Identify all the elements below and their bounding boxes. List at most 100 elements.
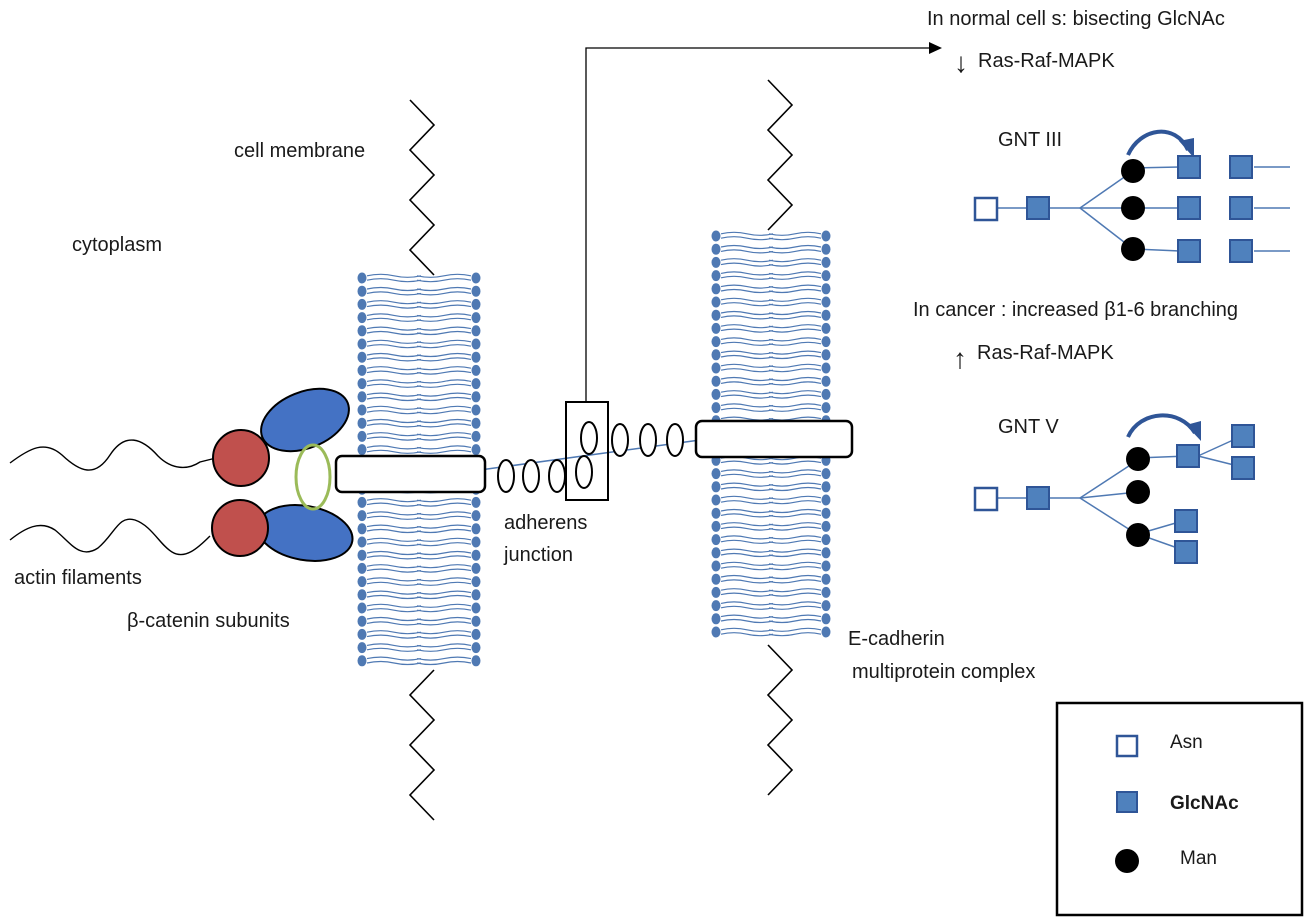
- lipid-head: [711, 481, 721, 493]
- lipid-head: [471, 642, 481, 654]
- lipid-head: [357, 549, 367, 561]
- lipid-tail: [366, 449, 422, 454]
- lipid-tail: [366, 621, 422, 626]
- lipid-tail: [768, 579, 822, 584]
- lipid-tail: [416, 304, 472, 309]
- lipid-head: [357, 404, 367, 416]
- lipid-head: [711, 613, 721, 625]
- membrane-zigzag-right-bottom: [766, 644, 794, 796]
- lipid-head: [711, 626, 721, 638]
- lipid-tail: [366, 418, 422, 424]
- label-actin-filaments: actin filaments: [14, 567, 142, 589]
- lipid-tail: [416, 616, 472, 622]
- lipid-tail: [366, 564, 422, 569]
- lipid-tail: [366, 660, 422, 666]
- cadherin-oval: [497, 459, 515, 493]
- gnt3-glcnac: [1177, 239, 1201, 263]
- lipid-tail: [720, 618, 774, 624]
- lipid-tail: [416, 621, 472, 626]
- lipid-tail: [366, 647, 422, 652]
- lipid-head: [357, 351, 367, 363]
- lipid-tail: [720, 297, 774, 302]
- lipid-head: [821, 243, 831, 255]
- lipid-head: [357, 312, 367, 324]
- lipid-head: [821, 270, 831, 282]
- lipid-tail: [768, 236, 822, 241]
- lipid-head: [357, 576, 367, 588]
- lipid-head: [821, 547, 831, 559]
- lipid-tail: [366, 344, 422, 349]
- lipid-tail: [366, 594, 422, 600]
- lipid-tail: [416, 317, 472, 322]
- label-cancer: In cancer : increased β1-6 branching: [913, 299, 1238, 321]
- gnt5-man: [1126, 480, 1150, 504]
- lipid-head: [471, 298, 481, 310]
- membrane-zigzag-left-top: [408, 99, 436, 276]
- lipid-head: [471, 312, 481, 324]
- lipid-head: [357, 562, 367, 574]
- lipid-tail: [366, 304, 422, 309]
- actin-filament-top: [9, 439, 217, 471]
- lipid-tail: [768, 535, 822, 540]
- lipid-tail: [416, 410, 472, 415]
- lipid-tail: [720, 315, 774, 320]
- lipid-tail: [720, 258, 774, 263]
- lipid-head: [821, 586, 831, 598]
- cadherin-oval: [575, 455, 593, 489]
- lipid-tail: [366, 436, 422, 441]
- lipid-tail: [366, 410, 422, 415]
- lipid-head: [711, 375, 721, 387]
- lipid-tail: [720, 350, 774, 355]
- gnt5-transfer-arrow: [1126, 413, 1197, 438]
- label-gnt3: GNT III: [998, 129, 1062, 151]
- lipid-tail: [416, 608, 472, 613]
- lipid-tail: [768, 618, 822, 624]
- lipid-tail: [366, 286, 422, 292]
- lipid-tail: [416, 643, 472, 648]
- lipid-tail: [720, 579, 774, 584]
- lipid-tail: [366, 550, 422, 556]
- cadherin-cytoplasmic-domain-bottom: [256, 504, 354, 562]
- lipid-head: [711, 573, 721, 585]
- lipid-tail: [768, 315, 822, 320]
- actin-filament-bottom: [9, 518, 211, 556]
- lipid-tail: [366, 656, 422, 661]
- lipid-tail: [416, 590, 472, 595]
- lipid-tail: [366, 537, 422, 542]
- lipid-head: [471, 378, 481, 390]
- lipid-head: [471, 549, 481, 561]
- lipid-tail: [416, 330, 472, 336]
- beta-catenin-subunit-top: [212, 429, 270, 487]
- lipid-tail: [768, 460, 822, 465]
- lipid-bilayer-right: [711, 230, 831, 638]
- gnt3-glcnac: [1229, 196, 1253, 220]
- lipid-head: [357, 536, 367, 548]
- lipid-head: [821, 283, 831, 295]
- cadherin-oval: [666, 423, 684, 457]
- lipid-head: [821, 349, 831, 361]
- lipid-head: [711, 349, 721, 361]
- lipid-tail: [416, 550, 472, 556]
- lipid-tail: [366, 278, 422, 283]
- lipid-head: [711, 547, 721, 559]
- lipid-tail: [366, 634, 422, 639]
- lipid-tail: [366, 273, 422, 278]
- lipid-tail: [416, 555, 472, 560]
- lipid-tail: [366, 577, 422, 582]
- lipid-tail: [768, 500, 822, 505]
- lipid-tail: [366, 498, 422, 503]
- lipid-head: [711, 270, 721, 282]
- gnt3-glcnac: [1177, 155, 1201, 179]
- lipid-head: [711, 296, 721, 308]
- lipid-tail: [366, 630, 422, 635]
- lipid-tail: [416, 542, 472, 547]
- lipid-tail: [720, 601, 774, 606]
- legend-glcnac-icon: [1116, 791, 1138, 813]
- lipid-head: [357, 628, 367, 640]
- lipid-tail: [416, 432, 472, 437]
- lipid-tail: [416, 594, 472, 600]
- lipid-tail: [768, 324, 822, 329]
- label-ras-down: Ras-Raf-MAPK: [978, 50, 1115, 72]
- lipid-tail: [366, 542, 422, 547]
- lipid-tail: [720, 416, 774, 421]
